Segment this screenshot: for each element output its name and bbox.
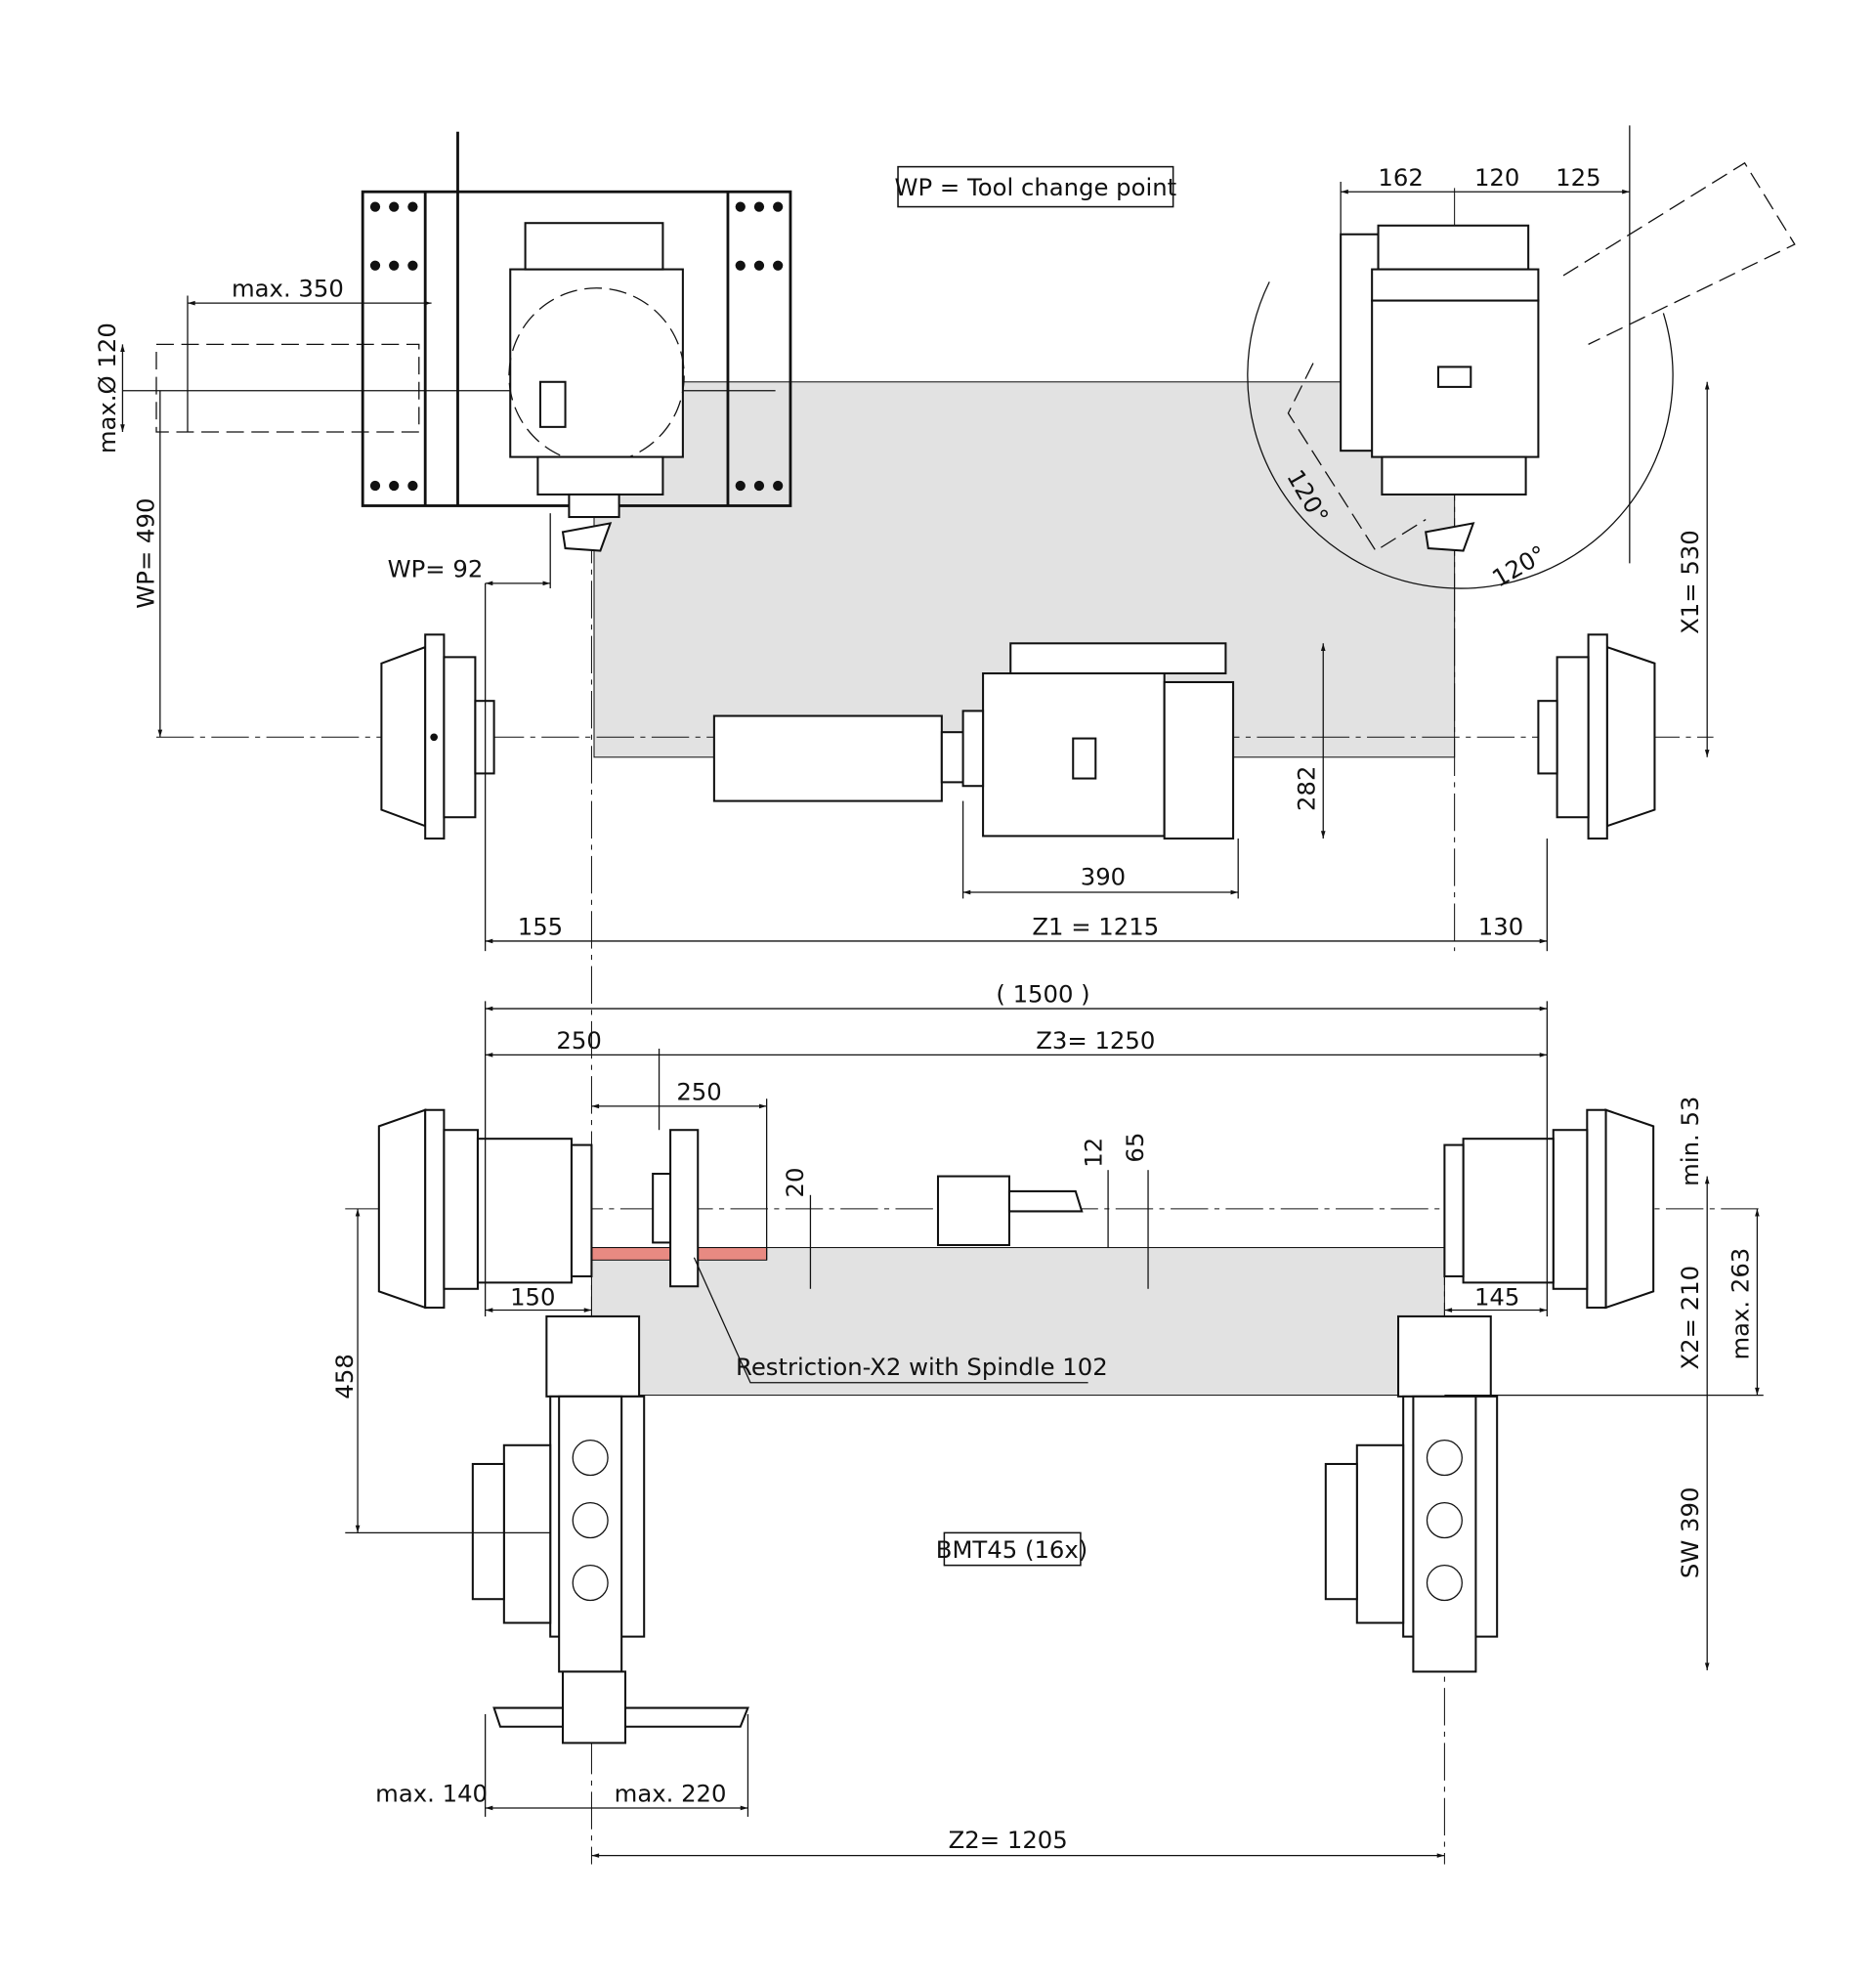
dim-12: 12	[1080, 1138, 1108, 1168]
dim-250-b: 250	[676, 1078, 721, 1106]
dim-z2-1205: Z2= 1205	[949, 1826, 1068, 1854]
dim-155: 155	[518, 913, 563, 941]
dim-z3-1250: Z3= 1250	[1036, 1026, 1155, 1055]
bmt-label: BMT45 (16x)	[936, 1535, 1087, 1564]
dim-125: 125	[1556, 163, 1600, 192]
sub-spindle-chuck-bottom	[1443, 1108, 1655, 1310]
dim-max-dia-120: max.Ø 120	[93, 323, 121, 453]
work-area-bottom	[590, 1247, 1445, 1397]
tool-change-point-legend: WP = Tool change point	[894, 173, 1176, 201]
dim-390: 390	[1081, 862, 1126, 890]
dim-150: 150	[510, 1282, 555, 1311]
dim-max-140: max. 140	[375, 1780, 488, 1808]
bmt-box	[943, 1531, 1082, 1567]
dim-20: 20	[781, 1168, 809, 1198]
angle-right: 120°	[1487, 539, 1551, 592]
dim-458: 458	[330, 1354, 359, 1399]
dim-max-350: max. 350	[232, 275, 344, 303]
dim-x1-530: X1= 530	[1676, 530, 1704, 634]
dimension-lines	[120, 125, 1764, 1858]
dim-max-220: max. 220	[615, 1780, 727, 1808]
upper-turret-right	[1247, 161, 1796, 589]
dim-145: 145	[1474, 1282, 1519, 1311]
restriction-label: Restriction-X2 with Spindle 102	[736, 1353, 1108, 1381]
milling-head	[712, 642, 1235, 840]
dim-130: 130	[1478, 913, 1523, 941]
tool-holder	[936, 1175, 1084, 1247]
dim-max-263: max. 263	[1726, 1248, 1754, 1360]
sub-spindle-chuck-top	[1537, 633, 1656, 840]
legend-box	[897, 165, 1174, 208]
dim-sw-390: SW 390	[1676, 1487, 1704, 1579]
dim-wp-92: WP= 92	[388, 554, 484, 582]
spindle-102	[652, 1129, 700, 1288]
dim-120: 120	[1474, 163, 1519, 192]
main-spindle-chuck-bottom	[377, 1108, 593, 1310]
dim-250-a: 250	[556, 1026, 601, 1055]
dim-162: 162	[1378, 163, 1423, 192]
lower-turret-left	[471, 1314, 749, 1744]
dim-z1-1215: Z1 = 1215	[1032, 913, 1159, 941]
dim-total-1500: ( 1500 )	[996, 980, 1089, 1009]
dim-wp-490: WP= 490	[131, 498, 159, 609]
dim-282: 282	[1292, 766, 1320, 811]
upper-turret-left	[155, 131, 792, 552]
main-spindle-chuck-top	[380, 633, 495, 840]
lower-turret-right	[1324, 1314, 1499, 1673]
dim-x2-210: X2= 210	[1676, 1266, 1704, 1370]
dim-65: 65	[1121, 1133, 1149, 1163]
dim-min-53: min. 53	[1676, 1097, 1704, 1186]
